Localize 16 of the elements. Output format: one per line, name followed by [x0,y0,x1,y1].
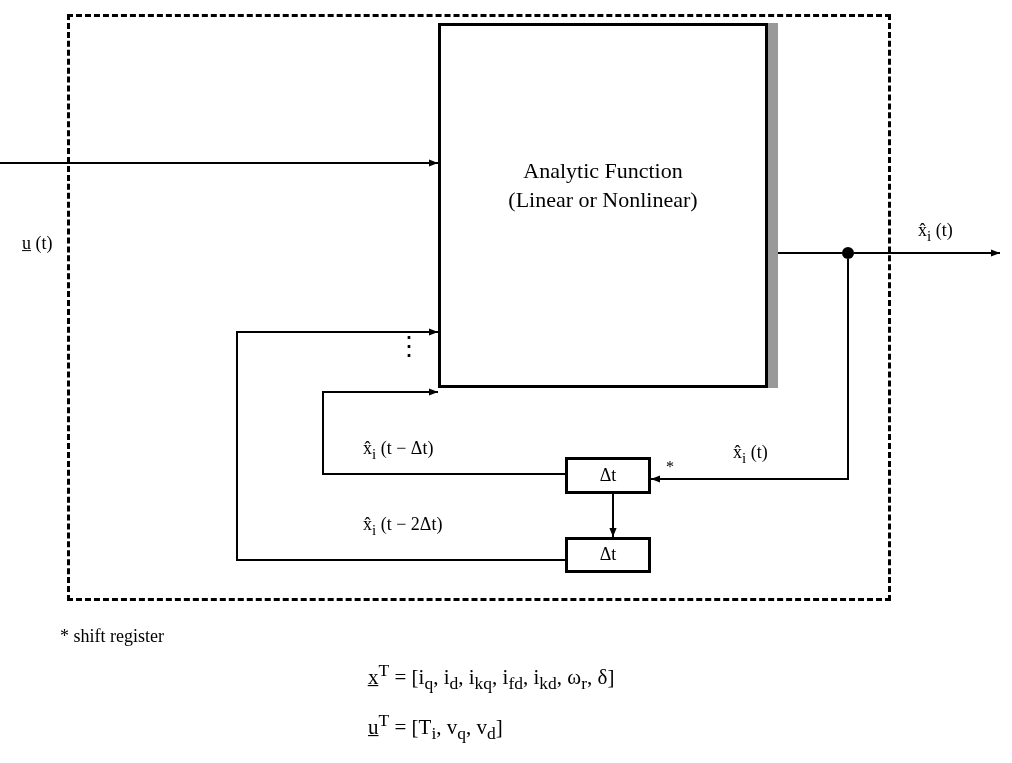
footnote-mark: * [666,458,674,476]
dashed-boundary [67,14,891,601]
equation: x̲$^{T}$ = [i$_{q}$, i$_{d}$, i$_{kq}$, i$_{fd}$, i$_{kd}$, ω$_{r}$, δ] [368,660,615,695]
arrow [853,249,1001,257]
arrow [322,388,566,475]
footnote-text: * shift register [60,626,164,647]
arrow [609,493,617,538]
delay-block: Δt [565,537,651,573]
arrow [650,258,849,483]
edge-label: u̲ (t) [20,233,55,254]
arrow [0,159,439,167]
equation: u̲$^{T}$ = [T$_{i}$, v$_{q}$, v$_{d}$] [368,710,503,745]
arrow [236,328,566,561]
junction-dot [842,247,854,259]
ellipsis-mark: ⋮ [396,334,422,360]
delay-block: Δt [565,457,651,494]
